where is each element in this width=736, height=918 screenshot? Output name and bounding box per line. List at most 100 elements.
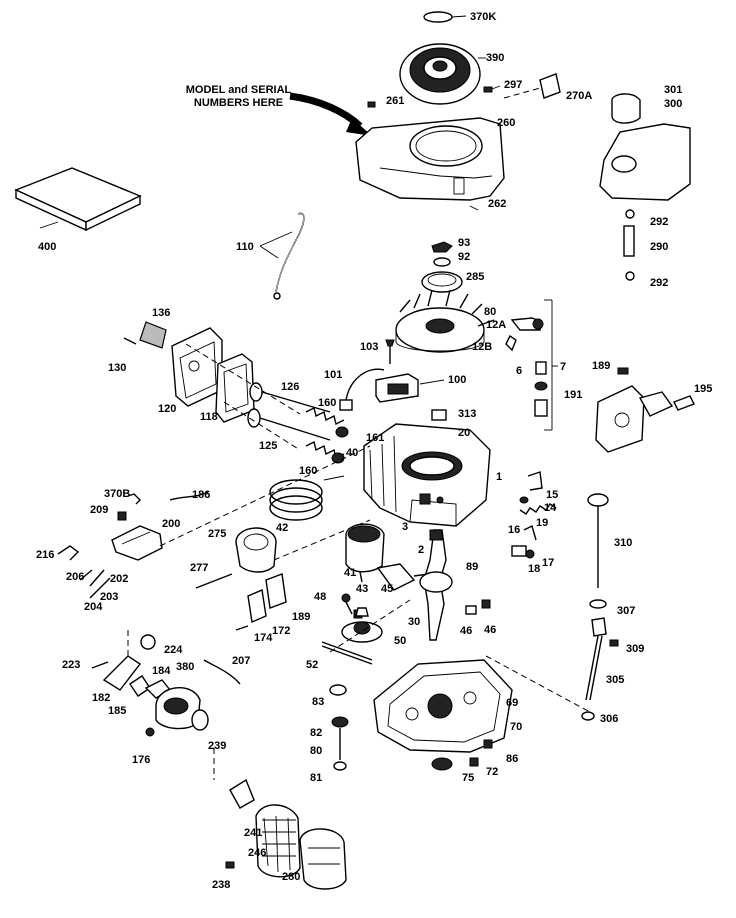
callout-label: 189 xyxy=(592,360,610,372)
callout-label: 125 xyxy=(259,440,277,452)
callout-label: 292 xyxy=(650,216,668,228)
fuel-line-part xyxy=(623,209,635,281)
callout-label: 86 xyxy=(506,753,518,765)
callout-label: 370K xyxy=(470,11,496,23)
piston-part xyxy=(195,527,277,589)
callout-label: 1 xyxy=(496,471,502,483)
callout-label: 19 xyxy=(536,517,548,529)
owners-manual-part xyxy=(14,167,142,232)
callout-label: 262 xyxy=(488,198,506,210)
spark-plug-part xyxy=(534,361,548,417)
callout-label: 103 xyxy=(360,341,378,353)
governor-linkage-part xyxy=(57,491,209,599)
camshaft-part xyxy=(321,607,383,771)
callout-label: 89 xyxy=(466,561,478,573)
callout-label: 136 xyxy=(152,307,170,319)
callout-label: 72 xyxy=(486,766,498,778)
model-note-arrow xyxy=(289,92,372,136)
callout-label: 126 xyxy=(281,381,299,393)
callout-label: 204 xyxy=(84,601,103,613)
callout-label: 216 xyxy=(36,549,54,561)
callout-label: 80 xyxy=(484,306,496,318)
callout-label: 120 xyxy=(158,403,176,415)
callout-label: 17 xyxy=(542,557,554,569)
screw-261-part xyxy=(367,101,376,108)
callout-label: 390 xyxy=(486,52,504,64)
callout-label: 277 xyxy=(190,562,208,574)
callout-label: 305 xyxy=(606,674,624,686)
carburetor-part xyxy=(91,634,241,737)
callout-label: 161 xyxy=(366,432,384,444)
callout-label: 200 xyxy=(162,518,180,530)
callout-label: 46 xyxy=(484,624,496,636)
callout-label: 3 xyxy=(402,521,408,533)
callout-label: 100 xyxy=(448,374,466,386)
callout-label: 280 xyxy=(282,871,300,883)
callout-label: 224 xyxy=(164,644,183,656)
ignition-coil-part xyxy=(339,339,445,411)
callout-label: 83 xyxy=(312,696,324,708)
callout-label: 313 xyxy=(458,408,476,420)
dash-lines-main xyxy=(127,445,591,780)
callout-label: 48 xyxy=(314,591,326,603)
callout-label: 70 xyxy=(510,721,522,733)
callout-label: 20 xyxy=(458,427,470,439)
callout-label: 30 xyxy=(408,616,420,628)
callout-label: 15 xyxy=(546,489,558,501)
callout-label: 297 xyxy=(504,79,522,91)
callout-label: 110 xyxy=(236,241,254,253)
callout-label: 290 xyxy=(650,241,668,253)
callout-label: 310 xyxy=(614,537,632,549)
gaskets-part xyxy=(235,573,287,631)
callout-label: 7 xyxy=(560,361,566,373)
callout-label: 184 xyxy=(152,665,171,677)
callout-label: 69 xyxy=(506,697,518,709)
callout-label: 52 xyxy=(306,659,318,671)
callout-label: 118 xyxy=(200,411,218,423)
callout-label: 12B xyxy=(472,341,492,353)
callout-label: 182 xyxy=(92,692,110,704)
callout-label: 2 xyxy=(418,544,424,556)
cylinder-block-part xyxy=(363,423,491,527)
callout-label: 81 xyxy=(310,772,322,784)
callout-label: 239 xyxy=(208,740,226,752)
callout-label: 45 xyxy=(381,583,393,595)
valves-part xyxy=(247,382,331,441)
rewind-starter-part xyxy=(399,43,486,105)
callout-label: 18 xyxy=(528,563,540,575)
governor-parts-part xyxy=(511,471,557,559)
callout-label: 174 xyxy=(254,632,273,644)
callout-label: 301 xyxy=(664,84,682,96)
callout-label: 300 xyxy=(664,98,682,110)
callout-label: 223 xyxy=(62,659,80,671)
callout-label: 82 xyxy=(310,727,322,739)
callout-label: 92 xyxy=(458,251,470,263)
callout-label: 6 xyxy=(516,365,522,377)
model-serial-note-line1: MODEL and SERIAL xyxy=(185,84,292,96)
callout-label: 16 xyxy=(508,524,520,536)
blower-housing-part xyxy=(355,117,505,211)
callout-label: 43 xyxy=(356,583,368,595)
callout-label: 172 xyxy=(272,625,290,637)
callout-label: 14 xyxy=(544,502,557,514)
group-bracket-7 xyxy=(544,299,558,431)
callout-label: 42 xyxy=(276,522,288,534)
air-filter-part xyxy=(225,778,347,890)
callout-label: 195 xyxy=(694,383,712,395)
flywheel-part xyxy=(395,289,495,353)
callout-label: 46 xyxy=(460,625,472,637)
callout-label: 130 xyxy=(108,362,126,374)
piston-rings-part xyxy=(269,475,345,521)
callout-label: 160 xyxy=(318,397,336,409)
callout-label: 292 xyxy=(650,277,668,289)
callout-label: 185 xyxy=(108,705,126,717)
screw-297-part xyxy=(483,85,501,93)
callout-label: 207 xyxy=(232,655,250,667)
callout-label: 160 xyxy=(299,465,317,477)
callout-label: 41 xyxy=(344,567,356,579)
callout-label: 186 xyxy=(192,489,210,501)
carburetor-bracket-part xyxy=(595,367,695,453)
model-serial-note-line2: NUMBERS HERE xyxy=(193,97,284,109)
callout-label: 380 xyxy=(176,661,194,673)
